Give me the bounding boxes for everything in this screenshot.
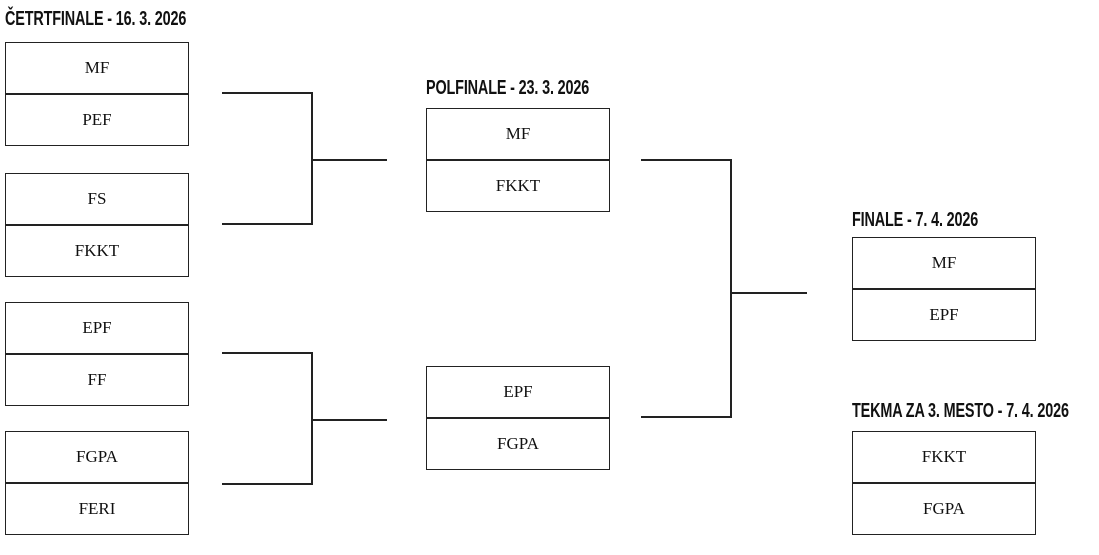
quarterfinal-match-3: EPF FF <box>5 302 189 406</box>
connector-line <box>222 483 313 485</box>
connector-line <box>641 416 732 418</box>
connector-line <box>311 159 387 161</box>
team-slot: FKKT <box>74 241 120 260</box>
connector-line <box>641 159 732 161</box>
team-slot: EPF <box>6 303 188 355</box>
team-slot: FGPA <box>6 432 188 484</box>
quarterfinal-match-4: FGPA FERI <box>5 431 189 535</box>
connector-line <box>222 352 313 354</box>
final-title: FINALE - 7. 4. 2026 <box>852 209 979 231</box>
connector-line <box>730 292 807 294</box>
team-slot: FKKT <box>853 432 1035 484</box>
third-place-title: TEKMA ZA 3. MESTO - 7. 4. 2026 <box>852 400 1069 422</box>
team-slot: EPF <box>427 367 609 419</box>
team-slot: FERI <box>78 499 116 518</box>
team-slot: FGPA <box>497 434 539 453</box>
connector-line <box>222 92 313 94</box>
connector-line <box>311 352 313 485</box>
quarterfinals-title: ČETRTFINALE - 16. 3. 2026 <box>5 8 187 30</box>
connector-line <box>311 419 387 421</box>
final-match: MF EPF <box>852 237 1036 341</box>
team-slot: MF <box>6 43 188 95</box>
team-slot: FKKT <box>495 176 541 195</box>
connector-line <box>311 92 313 225</box>
third-place-match: FKKT FGPA <box>852 431 1036 535</box>
semifinals-title: POLFINALE - 23. 3. 2026 <box>426 77 590 99</box>
team-slot: MF <box>853 238 1035 290</box>
quarterfinal-match-1: MF PEF <box>5 42 189 146</box>
semifinal-match-2: EPF FGPA <box>426 366 610 470</box>
team-slot: FF <box>87 370 107 389</box>
connector-line <box>222 223 313 225</box>
team-slot: EPF <box>929 305 959 324</box>
team-slot: FGPA <box>923 499 965 518</box>
quarterfinal-match-2: FS FKKT <box>5 173 189 277</box>
team-slot: MF <box>427 109 609 161</box>
semifinal-match-1: MF FKKT <box>426 108 610 212</box>
team-slot: FS <box>6 174 188 226</box>
team-slot: PEF <box>82 110 112 129</box>
connector-line <box>730 159 732 418</box>
